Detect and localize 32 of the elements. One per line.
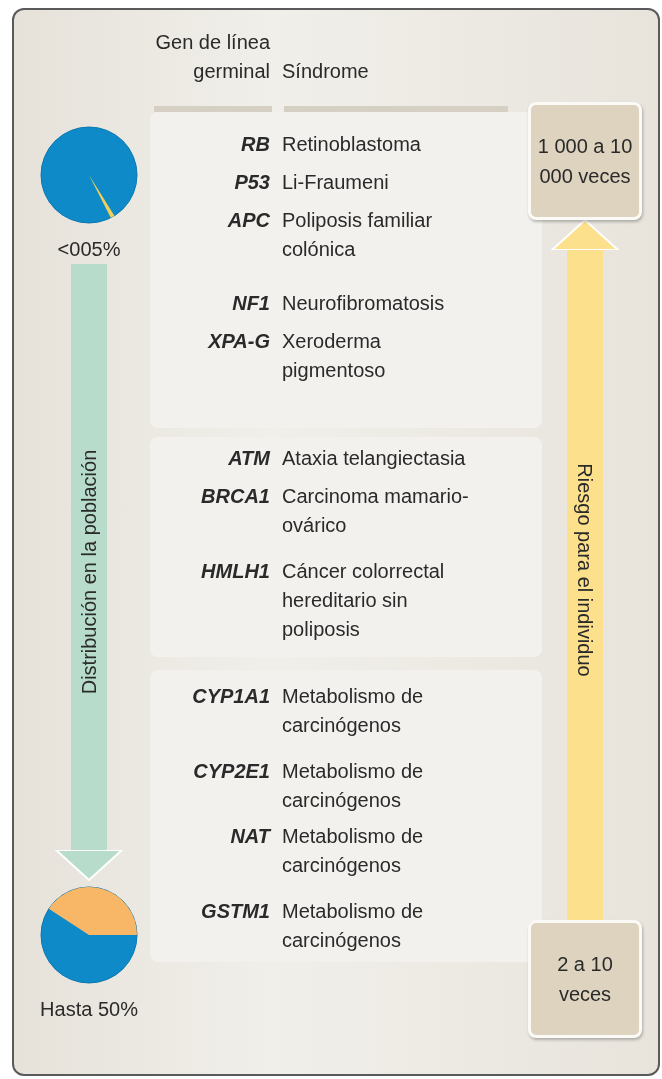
percentage-label: Hasta 50% — [40, 998, 138, 1020]
syndrome-name: Metabolismo de carcinógenos — [282, 900, 424, 951]
risk-box: 2 a 10 veces — [528, 920, 642, 1038]
syndrome-name: Retinoblastoma — [282, 133, 421, 155]
gene-name: GSTM1 — [201, 900, 270, 922]
gene-name: APC — [227, 209, 270, 231]
gene-name: CYP2E1 — [193, 760, 270, 782]
syndrome-name: Metabolismo de carcinógenos — [282, 685, 424, 736]
syndrome-name: Li-Fraumeni — [282, 171, 389, 193]
syndrome-name: Poliposis familiar colónica — [282, 209, 433, 260]
block-arrow — [551, 219, 619, 920]
syndrome-name: Metabolismo de carcinógenos — [282, 825, 424, 876]
gene-name: NF1 — [232, 292, 270, 314]
syndrome-name: Ataxia telangiectasia — [282, 447, 466, 469]
gene-name: RB — [241, 133, 270, 155]
gene-name: BRCA1 — [201, 485, 270, 507]
gene-name: XPA-G — [208, 330, 270, 352]
gene-name: HMLH1 — [201, 560, 270, 582]
syndrome-name: Metabolismo de carcinógenos — [282, 760, 424, 811]
syndrome-name: Neurofibromatosis — [282, 292, 445, 314]
gene-name: NAT — [230, 825, 270, 847]
risk-box: 1 000 a 10 000 veces — [528, 102, 642, 220]
gene-name: ATM — [228, 447, 270, 469]
syndrome-name: Carcinoma mamario-ovárico — [282, 485, 469, 536]
column-header: Síndrome — [282, 60, 369, 82]
gene-name: P53 — [234, 171, 270, 193]
percentage-label: <005% — [57, 238, 121, 260]
gene-name: CYP1A1 — [192, 685, 270, 707]
block-arrow — [55, 264, 123, 881]
syndrome-name: Cáncer colorrectal hereditario sin poliposis — [282, 560, 445, 640]
syndrome-name: Xeroderma pigmentoso — [282, 330, 386, 381]
column-header: Gen de línea germinal — [155, 31, 270, 82]
